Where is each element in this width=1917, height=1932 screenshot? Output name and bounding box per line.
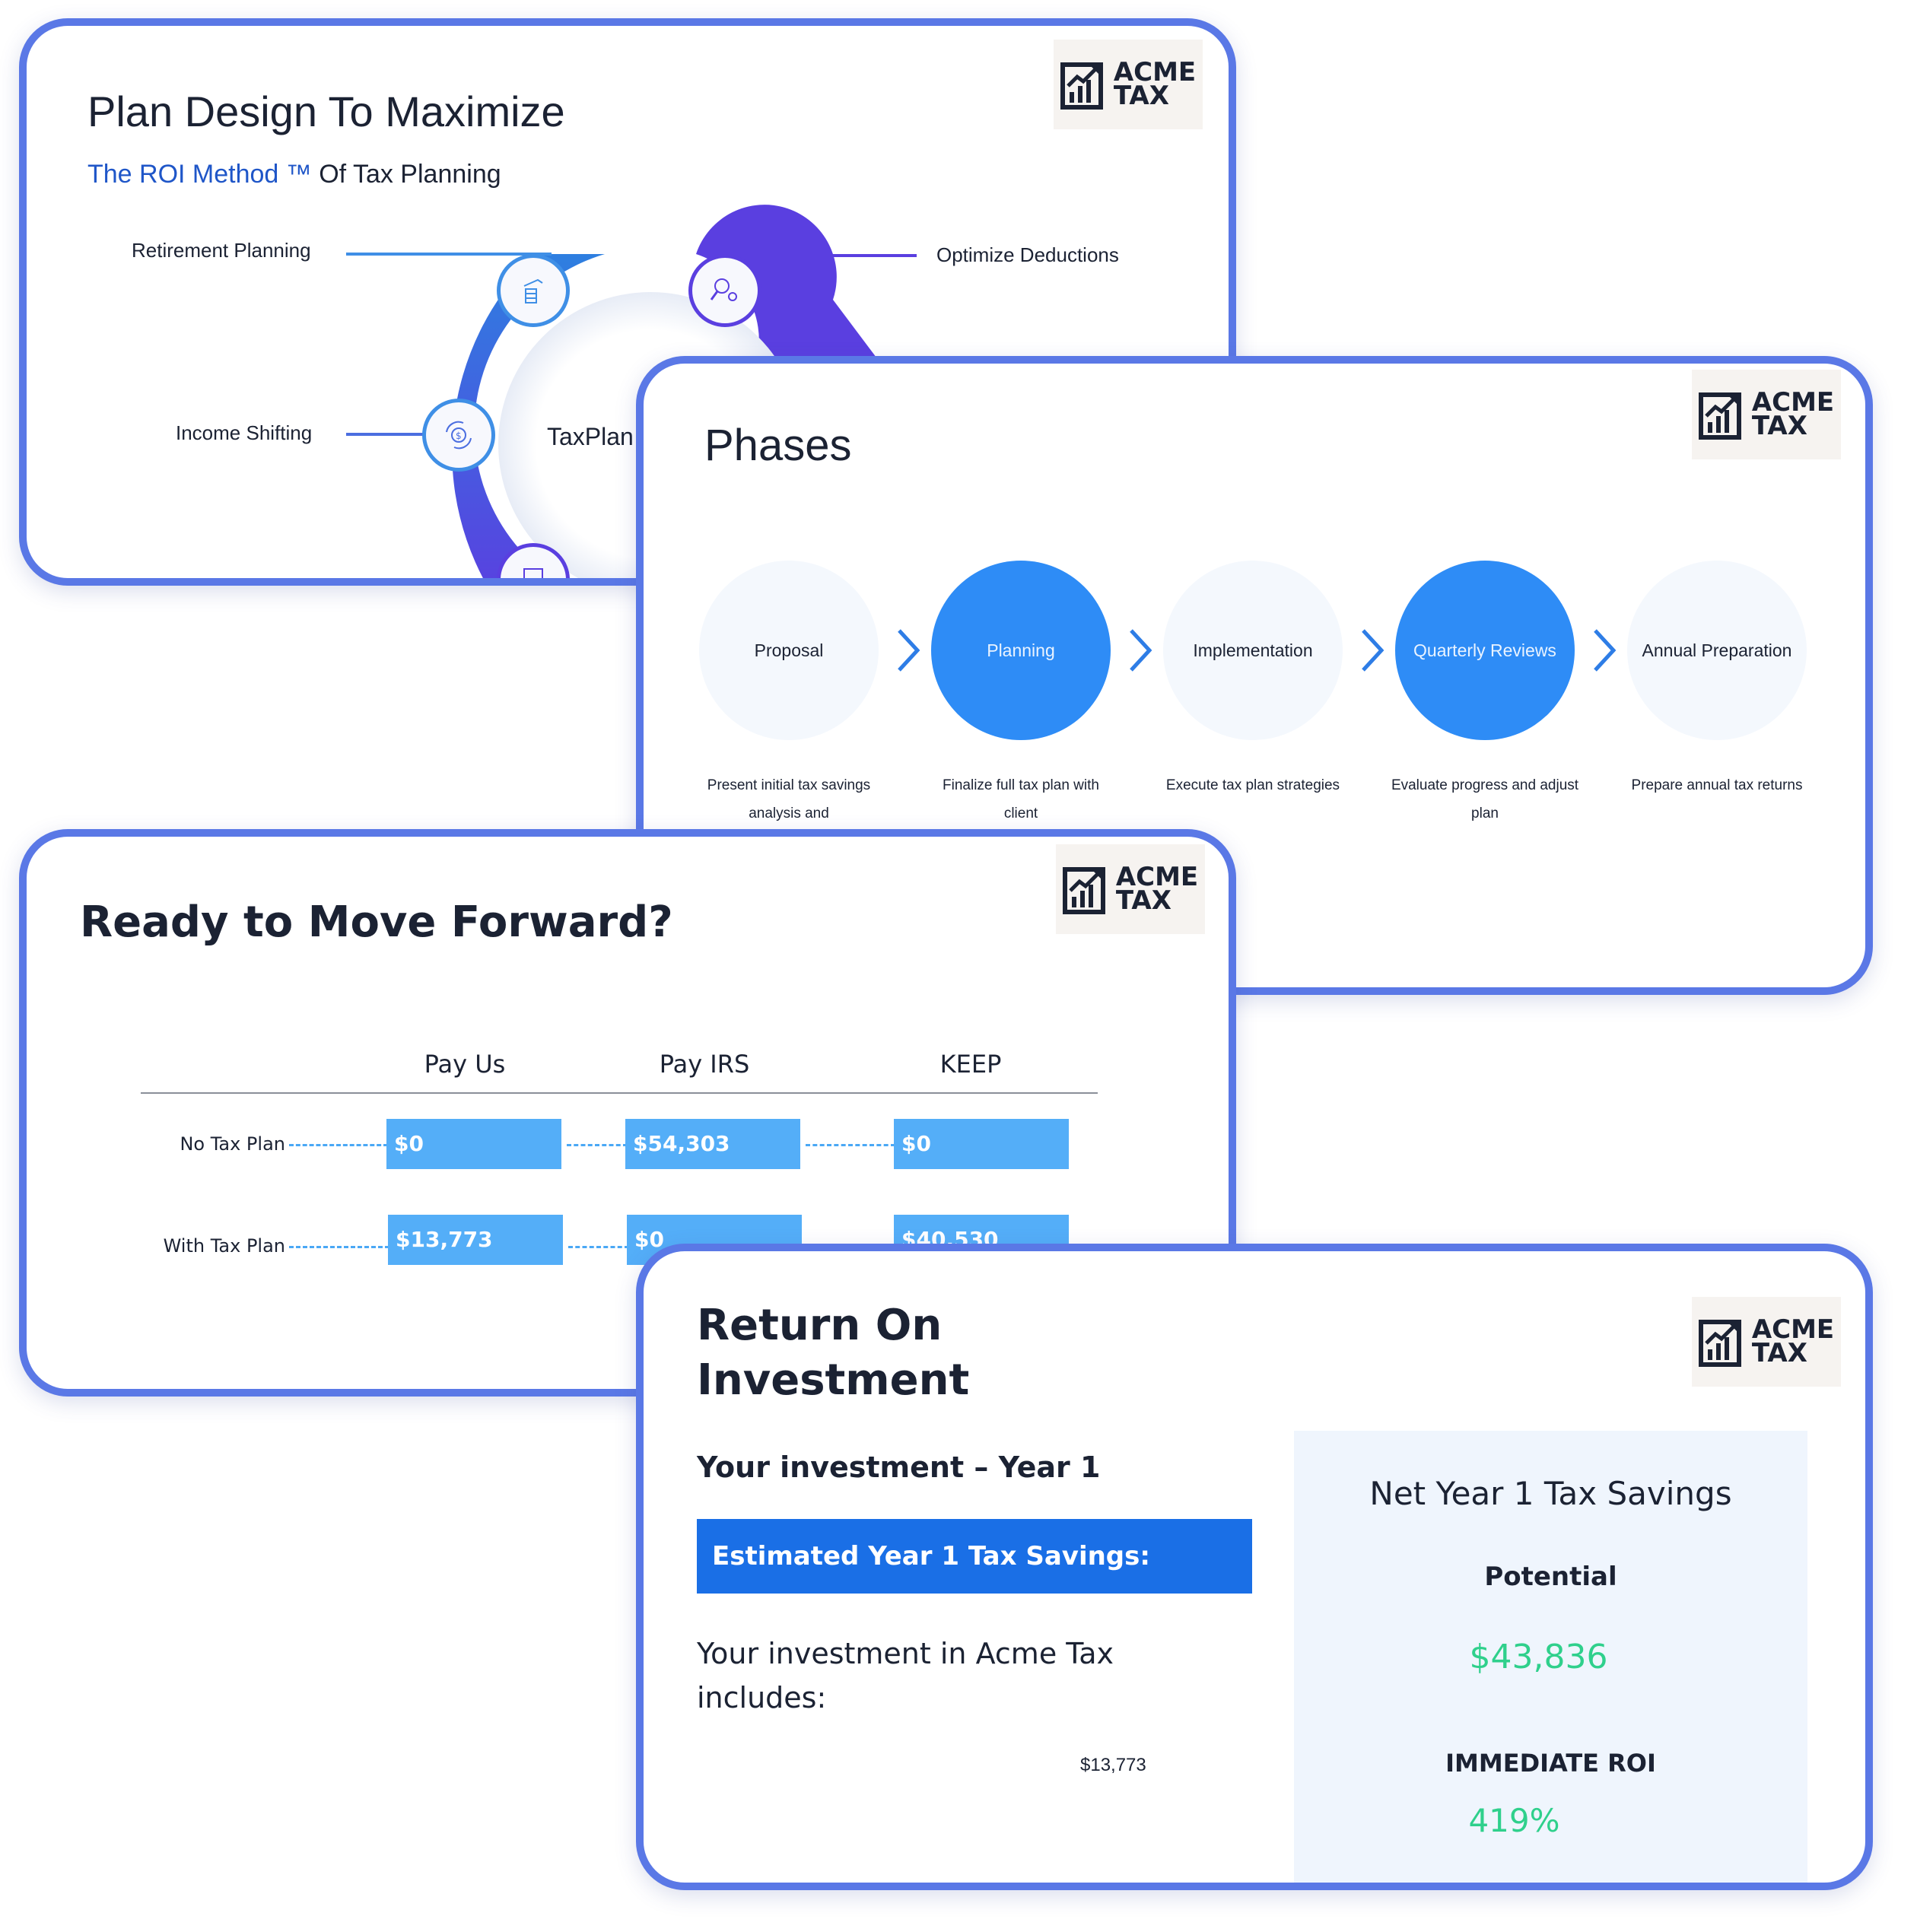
logo-line-2: TAX [1115,885,1172,916]
growth-chart-icon [1698,1320,1741,1367]
value-bar: $54,303 [625,1119,800,1169]
column-header-pay-us: Pay Us [424,1050,506,1079]
phase-circle: Planning [931,561,1111,740]
logo-line-2: TAX [1751,411,1807,441]
phase-label: Planning [987,640,1055,660]
dashed-connector [289,1246,389,1248]
dashed-connector [567,1144,628,1146]
investment-heading: Your investment – Year 1 [697,1451,1101,1484]
phase-label: Quarterly Reviews [1413,640,1556,660]
retirement-icon [497,254,570,327]
center-label: TaxPlan [547,423,634,450]
title-line-2: Investment [697,1355,970,1405]
subtitle: The ROI Method ™ Of Tax Planning [87,160,501,189]
label-optimize-deductions: Optimize Deductions [936,243,1119,266]
column-header-pay-irs: Pay IRS [659,1050,750,1079]
growth-chart-icon [1062,867,1105,914]
estimated-savings-label: Estimated Year 1 Tax Savings: [712,1541,1150,1571]
phase-circle: Annual Preparation [1627,561,1807,740]
roi-value: 419% [1468,1802,1560,1839]
logo-line-1: ACME [1751,1314,1835,1345]
includes-text: Your investment in Acme Tax includes: [697,1637,1114,1714]
dashed-connector [568,1246,629,1248]
page-title: Ready to Move Forward? [80,898,673,947]
net-savings-panel: Net Year 1 Tax Savings Potential $43,836… [1294,1431,1807,1883]
page-title: Plan Design To Maximize [87,87,565,135]
page-title: Phases [704,421,852,470]
phase-circle: Quarterly Reviews [1395,561,1575,740]
phase-label: Implementation [1193,640,1313,660]
magnifier-gear-icon [688,254,761,327]
chevron-right-icon [898,629,920,672]
phase-label: Proposal [754,640,824,660]
potential-label: Potential [1484,1562,1617,1592]
dashed-connector [806,1144,895,1146]
logo-line-1: ACME [1113,57,1197,87]
subtitle-rest: Of Tax Planning [311,160,501,189]
subtitle-brand: The ROI Method ™ [87,160,312,189]
value-bar: $13,773 [388,1215,563,1265]
phase-description: Execute tax plan strategies [1165,777,1340,793]
estimated-savings-value: $54,303 [712,1616,819,1646]
phase-description: Finalize full tax plan with client [943,777,1099,821]
label-income-shifting: Income Shifting [176,421,313,444]
chevron-right-icon [1130,629,1152,672]
phase-label: Annual Preparation [1642,640,1792,660]
income-shifting-icon: $ [422,399,495,472]
dashed-connector [289,1144,388,1146]
column-header-keep: KEEP [939,1050,1002,1079]
phase-description: Prepare annual tax returns [1631,777,1803,793]
chevron-right-icon [1594,629,1617,672]
phase-description: Evaluate progress and adjust plan [1391,777,1579,821]
panel-heading: Net Year 1 Tax Savings [1369,1475,1732,1512]
value-bar: $0 [894,1119,1069,1169]
logo-line-2: TAX [1113,81,1169,111]
logo-line-1: ACME [1751,387,1835,418]
phase-description: Present initial tax savings analysis and [707,777,871,821]
title-line-1: Return On [697,1301,943,1350]
row-label-with-tax-plan: With Tax Plan [163,1235,285,1257]
logo-line-1: ACME [1115,862,1199,892]
value-bar: $0 [386,1119,561,1169]
phase-circle: Proposal [699,561,879,740]
header-divider [141,1092,1098,1094]
row-label-no-tax-plan: No Tax Plan [180,1133,285,1155]
phase-circle: Implementation [1163,561,1343,740]
growth-chart-icon [1060,62,1103,110]
page-title: Return On Investment [697,1298,969,1408]
roi-label: IMMEDIATE ROI [1445,1749,1656,1778]
label-retirement-planning: Retirement Planning [132,239,311,262]
growth-chart-icon [1698,392,1741,440]
chevron-right-icon [1362,629,1384,672]
investment-amount: $13,773 [1080,1755,1146,1775]
estimated-savings-banner: Estimated Year 1 Tax Savings: $54,303 [697,1519,1252,1646]
potential-value: $43,836 [1469,1638,1608,1676]
svg-text:$: $ [456,431,462,441]
logo-line-2: TAX [1751,1338,1807,1368]
